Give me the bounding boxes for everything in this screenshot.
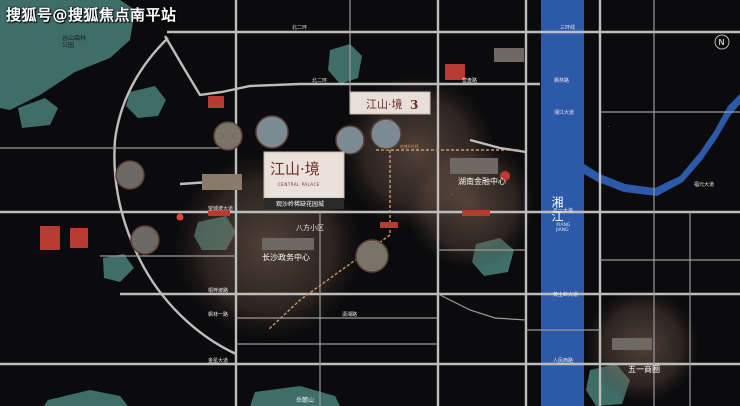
project-tagline: 观沙岭稀缺花园城 xyxy=(276,200,324,208)
road-label: 三环线 xyxy=(560,24,575,31)
green-patch xyxy=(250,386,340,406)
project-title: 江山·境 xyxy=(270,160,320,178)
green-patch xyxy=(18,98,58,128)
project-subtitle: CENTRAL PALACE xyxy=(278,182,320,187)
road-label: 桐梓坡路 xyxy=(208,287,228,294)
road-label: 北二环 xyxy=(312,77,327,84)
center-finance: 湖南金融中心 xyxy=(458,176,506,186)
road-label: 五一大道 xyxy=(553,207,573,214)
park-label-yuelu: 岳麓山 xyxy=(296,396,314,404)
gushan-forest-park xyxy=(0,0,135,110)
road-label: 北二环 xyxy=(292,24,307,31)
red-labels xyxy=(40,64,510,250)
svg-text:·: · xyxy=(608,124,610,130)
logo-title: 江山·境 xyxy=(366,97,403,111)
river-branch xyxy=(584,94,740,196)
road-label: 黄土岭大道 xyxy=(553,291,578,298)
logo-card: 江山·境 3 xyxy=(349,91,431,115)
road-label: 地铁6号线 xyxy=(400,143,419,149)
road-label: 望城坡大道 xyxy=(208,205,233,212)
compass-label: N xyxy=(719,38,725,47)
road-label: 八方小区 xyxy=(296,223,324,232)
river-label: 湘江 xyxy=(550,195,564,224)
road-label: 金星大道 xyxy=(208,357,228,364)
road-label: 人民西路 xyxy=(553,357,573,364)
park-label-gushan: 谷山森林公园 xyxy=(62,34,86,49)
road-label: 湘江大道 xyxy=(554,109,574,116)
compass: N xyxy=(714,34,730,50)
xiang-river xyxy=(541,0,584,406)
metro-line-2 xyxy=(267,150,391,331)
road-labels: 北二环 三环线 北二环 营盘路 枫林路 望城坡大道 八方小区 湘江大道 桐梓坡路… xyxy=(208,24,714,364)
center-wuyi: 五一商圈 xyxy=(628,364,660,374)
logo-num: 3 xyxy=(410,98,418,112)
green-patch xyxy=(103,254,134,282)
road-label: 营盘路 xyxy=(462,77,477,84)
svg-text:·: · xyxy=(452,192,454,198)
green-patch xyxy=(328,44,362,84)
watermark: 搜狐号@搜狐焦点南平站 xyxy=(6,6,177,24)
road-label: 潇湘路 xyxy=(342,311,357,318)
road-label: 枫林路 xyxy=(554,77,569,84)
thumbnails xyxy=(115,48,652,350)
road-label: 枫林一路 xyxy=(208,311,228,318)
road-label: 福元大道 xyxy=(694,181,714,188)
yuelu-mountain xyxy=(44,390,128,406)
project-card: 江山·境 CENTRAL PALACE 观沙岭稀缺花园城 xyxy=(263,151,345,209)
center-gov: 长沙政务中心 xyxy=(262,252,310,262)
green-patch xyxy=(126,86,166,118)
